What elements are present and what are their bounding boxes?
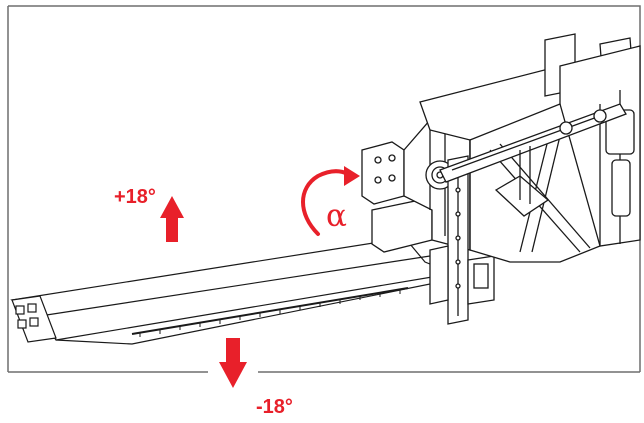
rotation-arrow xyxy=(301,166,360,236)
linkage-rods xyxy=(439,103,627,204)
up-arrow xyxy=(160,196,184,242)
main-frame xyxy=(419,33,641,263)
graduation-ticks xyxy=(139,290,401,337)
rotation-angle-symbol: α xyxy=(326,198,347,234)
up-angle-label: +18° xyxy=(114,186,156,208)
down-angle-label: -18° xyxy=(256,396,293,418)
vertical-column xyxy=(429,155,495,325)
pivot-mount xyxy=(361,111,471,253)
beam-arm xyxy=(10,237,441,345)
down-arrow xyxy=(219,338,247,388)
figure-frame xyxy=(7,5,641,373)
